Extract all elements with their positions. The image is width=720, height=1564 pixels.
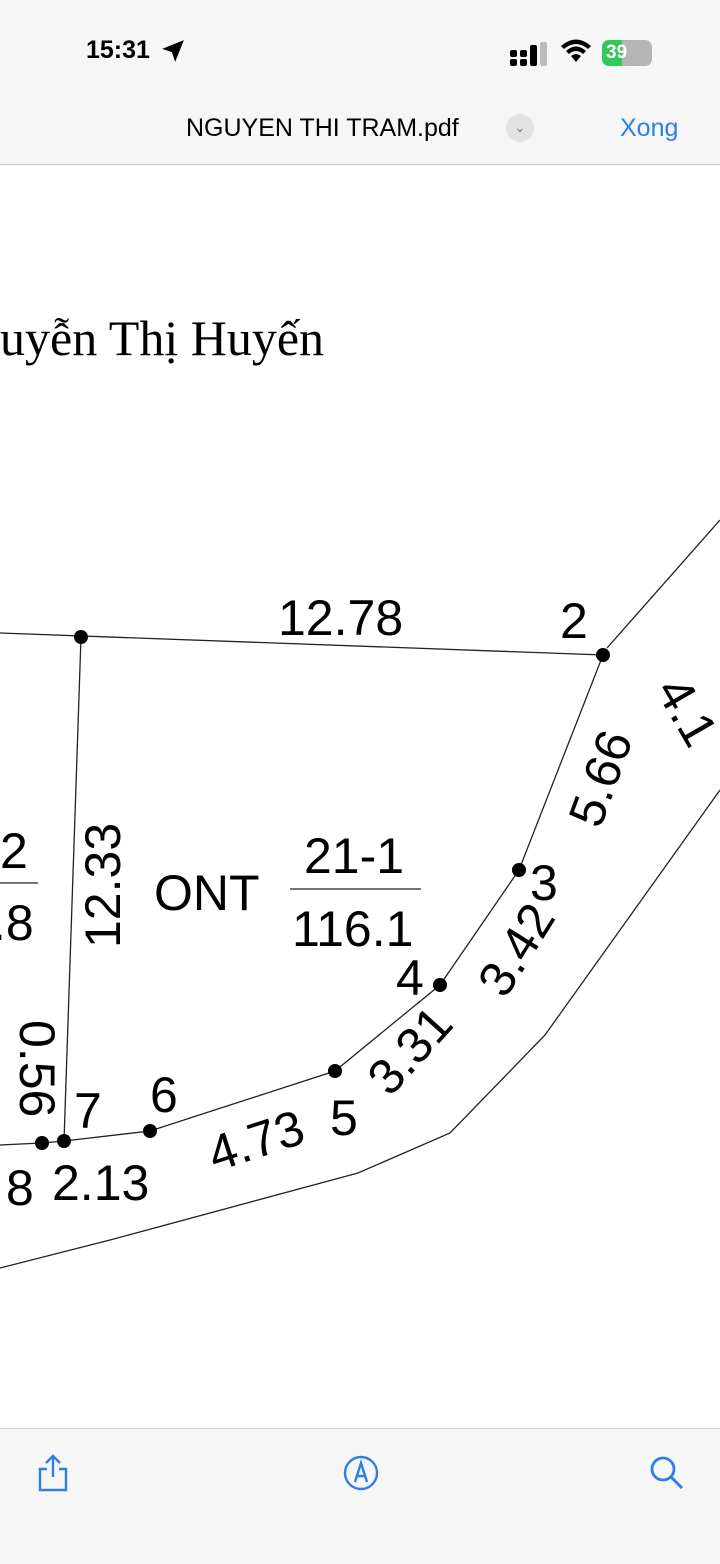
edge-length: 0.56 — [9, 1020, 65, 1117]
edge-length: 5.66 — [558, 723, 644, 834]
edge-length: 4.73 — [201, 1099, 311, 1182]
road-edge-upper — [606, 519, 720, 649]
parcel-number: 21-1 — [304, 828, 404, 884]
done-button[interactable]: Xong — [620, 114, 679, 142]
battery-level: 39 — [606, 42, 628, 63]
parcel-area: 116.1 — [292, 901, 413, 957]
pdf-page[interactable]: uyễn Thị Huyến 12.78 2 5.66 4.1 3 3.42 4… — [0, 166, 720, 1428]
chevron-down-icon[interactable]: ⌄ — [506, 114, 534, 142]
vertex-point — [512, 863, 526, 877]
clock: 15:31 — [86, 36, 150, 64]
edge-length: 12.78 — [278, 590, 403, 646]
status-bar: 15:31 39 — [0, 0, 720, 100]
vertex-label: 6 — [150, 1067, 178, 1123]
vertex-point — [57, 1134, 71, 1148]
vertex-label: 5 — [330, 1090, 358, 1146]
edge-length: 3.31 — [357, 996, 464, 1106]
bottom-toolbar — [0, 1428, 720, 1564]
vertex-label: 7 — [74, 1083, 102, 1139]
shared-boundary — [63, 636, 82, 1142]
vertex-label: 4 — [396, 950, 424, 1006]
left-parcel-area: .8 — [0, 895, 34, 951]
navigation-bar: NGUYEN THI TRAM.pdf ⌄ Xong — [0, 100, 720, 165]
vertex-label: 2 — [560, 593, 588, 649]
vertex-point — [328, 1064, 342, 1078]
vertices — [35, 630, 610, 1150]
vertex-point — [143, 1124, 157, 1138]
vertex-point — [433, 978, 447, 992]
land-type: ONT — [154, 865, 260, 921]
owner-heading: uyễn Thị Huyến — [0, 310, 324, 366]
cellular-signal-icon — [510, 42, 547, 66]
wifi-icon — [561, 39, 591, 62]
document-title[interactable]: NGUYEN THI TRAM.pdf — [186, 114, 459, 142]
left-parcel-number: 2 — [0, 823, 28, 879]
edge-length: 12.33 — [75, 823, 131, 948]
vertex-point — [596, 648, 610, 662]
vertex-label: 3 — [530, 855, 558, 911]
road-edge-outer — [0, 789, 720, 1269]
vertex-point — [35, 1136, 49, 1150]
edge-length: 2.13 — [52, 1155, 149, 1211]
search-icon[interactable] — [648, 1453, 686, 1493]
share-icon[interactable] — [36, 1453, 70, 1493]
markup-icon[interactable] — [342, 1453, 380, 1493]
cadastral-drawing: uyễn Thị Huyến 12.78 2 5.66 4.1 3 3.42 4… — [0, 310, 720, 1269]
vertex-label: 8 — [6, 1160, 34, 1216]
vertex-point — [74, 630, 88, 644]
battery-charging-icon: 39 — [602, 40, 652, 66]
location-arrow-icon — [162, 40, 184, 62]
edge-length: 4.1 — [645, 668, 720, 756]
